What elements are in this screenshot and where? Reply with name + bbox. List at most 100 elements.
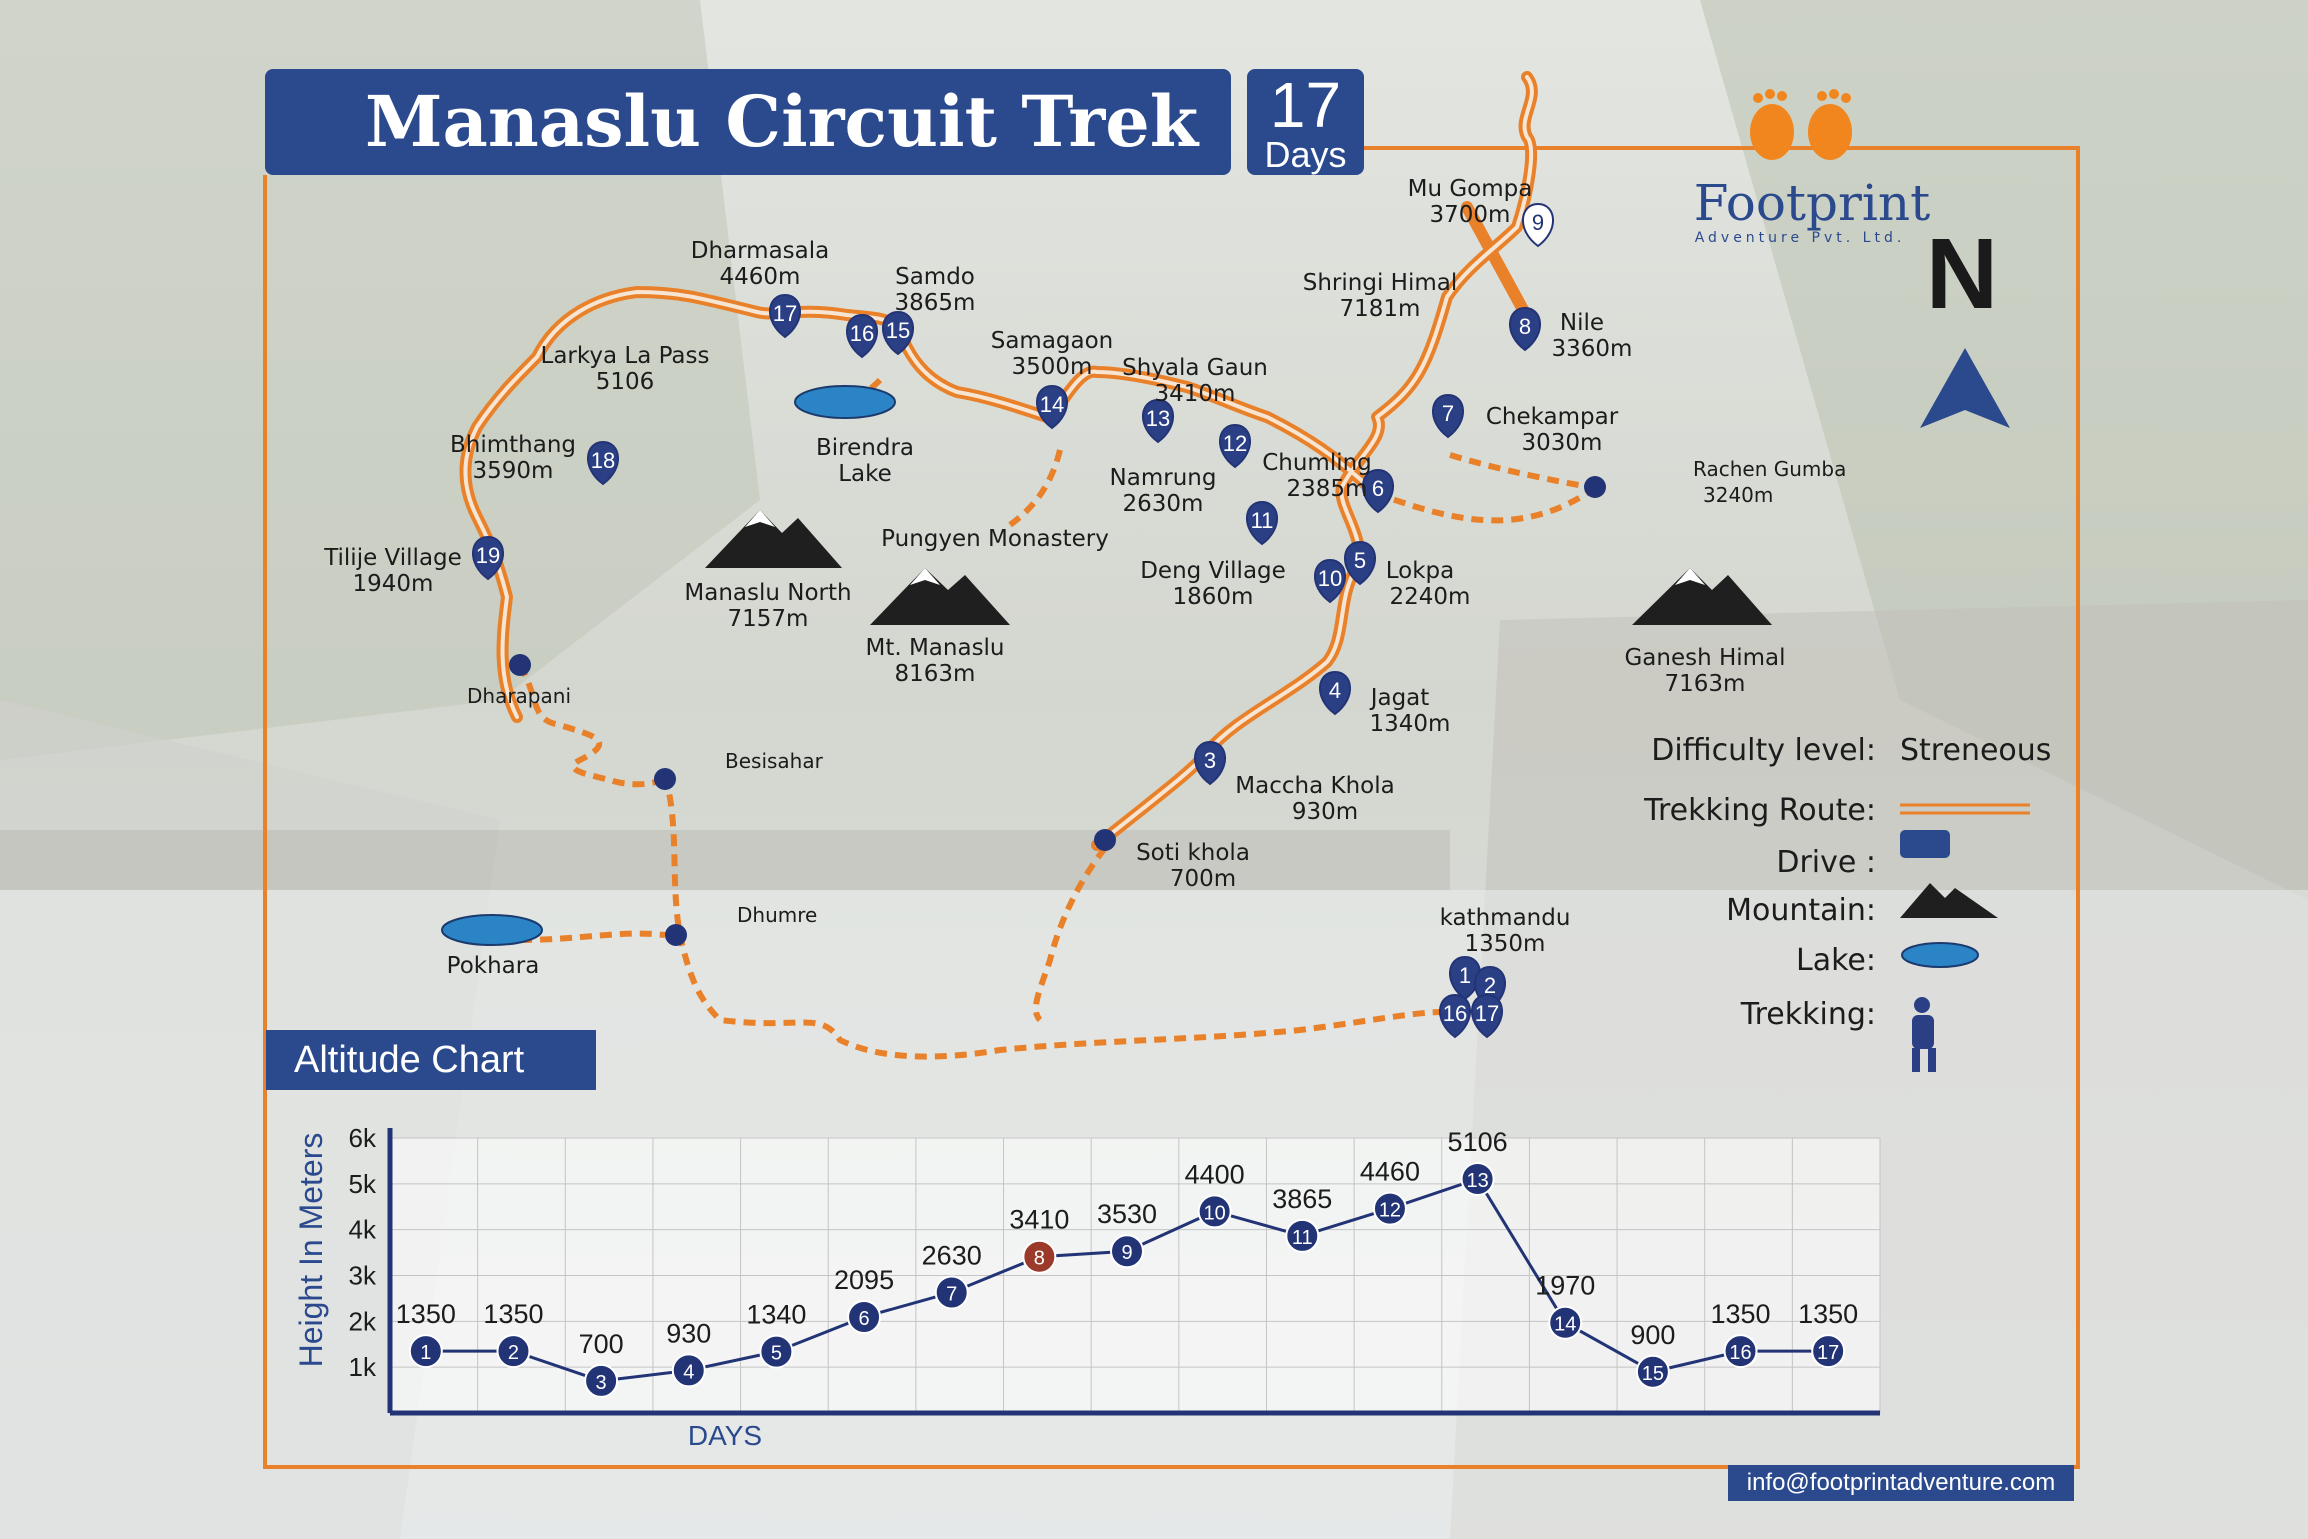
legend-lake-icon (1901, 942, 1979, 968)
chart-point: 3700 (579, 1329, 624, 1398)
brand-subtitle: Adventure Pvt. Ltd. (1695, 230, 1906, 246)
map-elevation-mu-gompa: 3700m (1430, 202, 1511, 228)
map-pin-number: 17 (1475, 1001, 1499, 1026)
chart-day-number: 2 (508, 1342, 519, 1364)
days-badge: 17 Days (1247, 69, 1364, 175)
map-label-kathmandu: kathmandu (1440, 905, 1571, 931)
compass-letter: N (1926, 218, 1998, 330)
map-elevation-birendra: Lake (838, 461, 892, 487)
stop-dots (509, 476, 1606, 946)
map-label-dharapani: Dharapani (467, 684, 571, 708)
chart-value-label: 1970 (1535, 1271, 1595, 1301)
legend-route-label: Trekking Route: (1643, 793, 1876, 828)
map-label-dharmasala: Dharmasala (691, 238, 830, 264)
legend-difficulty-value: Streneous (1900, 733, 2051, 768)
map-pin-number: 14 (1040, 392, 1064, 417)
map-label-chumling: Chumling (1262, 450, 1372, 476)
map-label-manaslu-north: Manaslu North (684, 580, 851, 606)
y-tick-label: 5k (349, 1169, 377, 1199)
map-label-ganesh: Ganesh Himal (1624, 645, 1785, 671)
chart-day-number: 11 (1292, 1227, 1313, 1249)
map-label-nile: Nile (1560, 310, 1604, 336)
y-tick-label: 3k (349, 1261, 377, 1291)
chart-point-marker (408, 1334, 443, 1369)
map-elevation-tilije: 1940m (353, 571, 434, 597)
chart-value-label: 1350 (483, 1299, 543, 1329)
chart-point-marker (1548, 1305, 1583, 1340)
y-tick-label: 4k (349, 1215, 377, 1245)
chart-point-marker (671, 1353, 706, 1388)
map-label-rachen: Rachen Gumba (1693, 457, 1846, 481)
legend-hiker-icon (1912, 997, 1936, 1072)
frame-border-right (1364, 146, 2080, 1469)
chart-point-marker (1635, 1354, 1670, 1389)
map-elevation-jagat: 1340m (1370, 711, 1451, 737)
map-pin: 4 (1319, 670, 1351, 716)
map-pin: 9 (1522, 202, 1554, 248)
chart-value-label: 1350 (1710, 1299, 1770, 1329)
map-pin: 5 (1344, 540, 1376, 586)
legend-drive-label: Drive : (1776, 845, 1876, 880)
chart-day-number: 3 (596, 1372, 607, 1394)
brand-logo (1750, 89, 1852, 160)
chart-point-marker (584, 1363, 619, 1398)
map-elevation-lokpa: 2240m (1390, 584, 1471, 610)
map-elevation-namrung: 2630m (1123, 491, 1204, 517)
chart-point: 14 1970 (1535, 1271, 1595, 1340)
chart-x-label: DAYS (688, 1420, 762, 1451)
chart-value-label: 1340 (746, 1300, 806, 1330)
chart-day-number: 4 (683, 1361, 694, 1383)
map-pin-number: 16 (850, 321, 874, 346)
map-pin: 6 (1362, 468, 1394, 514)
y-tick-label: 6k (349, 1123, 377, 1153)
map-label-birendra: Birendra (816, 435, 914, 461)
map-label-pungyen: Pungyen Monastery (881, 526, 1109, 552)
chart-day-number: 7 (946, 1283, 957, 1305)
map-pin-number: 9 (1532, 210, 1544, 235)
map-pin: 10 (1314, 558, 1346, 604)
chart-day-number: 15 (1642, 1363, 1664, 1385)
map-pin-number: 4 (1329, 678, 1341, 703)
frame-border (263, 175, 1730, 1469)
map-pin-number: 18 (591, 448, 615, 473)
map-pin-number: 17 (773, 301, 797, 326)
chart-point-marker (934, 1275, 969, 1310)
map-label-shyala: Shyala Gaun (1122, 355, 1268, 381)
chart-day-number: 12 (1379, 1200, 1401, 1222)
chart-point-marker (1460, 1161, 1495, 1196)
map-elevation-shringi-himal: 7181m (1340, 296, 1421, 322)
map-label-besisahar: Besisahar (725, 749, 824, 773)
map-pin: 18 (587, 440, 619, 486)
chart-day-number: 10 (1204, 1202, 1226, 1224)
chart-point-marker (1197, 1194, 1232, 1229)
chart-day-number: 14 (1554, 1314, 1576, 1336)
map-pin: 14 (1036, 384, 1068, 430)
y-tick-label: 2k (349, 1306, 377, 1336)
chart-point-marker (759, 1334, 794, 1369)
chart-day-number: 1 (420, 1342, 431, 1364)
map-elevation-kathmandu: 1350m (1465, 931, 1546, 957)
map-label-larkya: Larkya La Pass (541, 343, 710, 369)
contact-email[interactable]: info@footprintadventure.com (1728, 1465, 2074, 1501)
chart-day-number: 9 (1121, 1242, 1132, 1264)
map-elevation-mt-manaslu: 8163m (895, 661, 976, 687)
map-label-tilije: Tilije Village (323, 545, 462, 571)
map-elevation-shyala: 3410m (1155, 381, 1236, 407)
chart-point-marker (1022, 1239, 1057, 1274)
map-elevation-soti: 700m (1170, 866, 1236, 892)
map-label-chekampar: Chekampar (1486, 404, 1619, 430)
map-pin: 12 (1219, 423, 1251, 469)
brand-name: Footprint (1694, 174, 1930, 232)
chart-day-number: 13 (1466, 1170, 1488, 1192)
